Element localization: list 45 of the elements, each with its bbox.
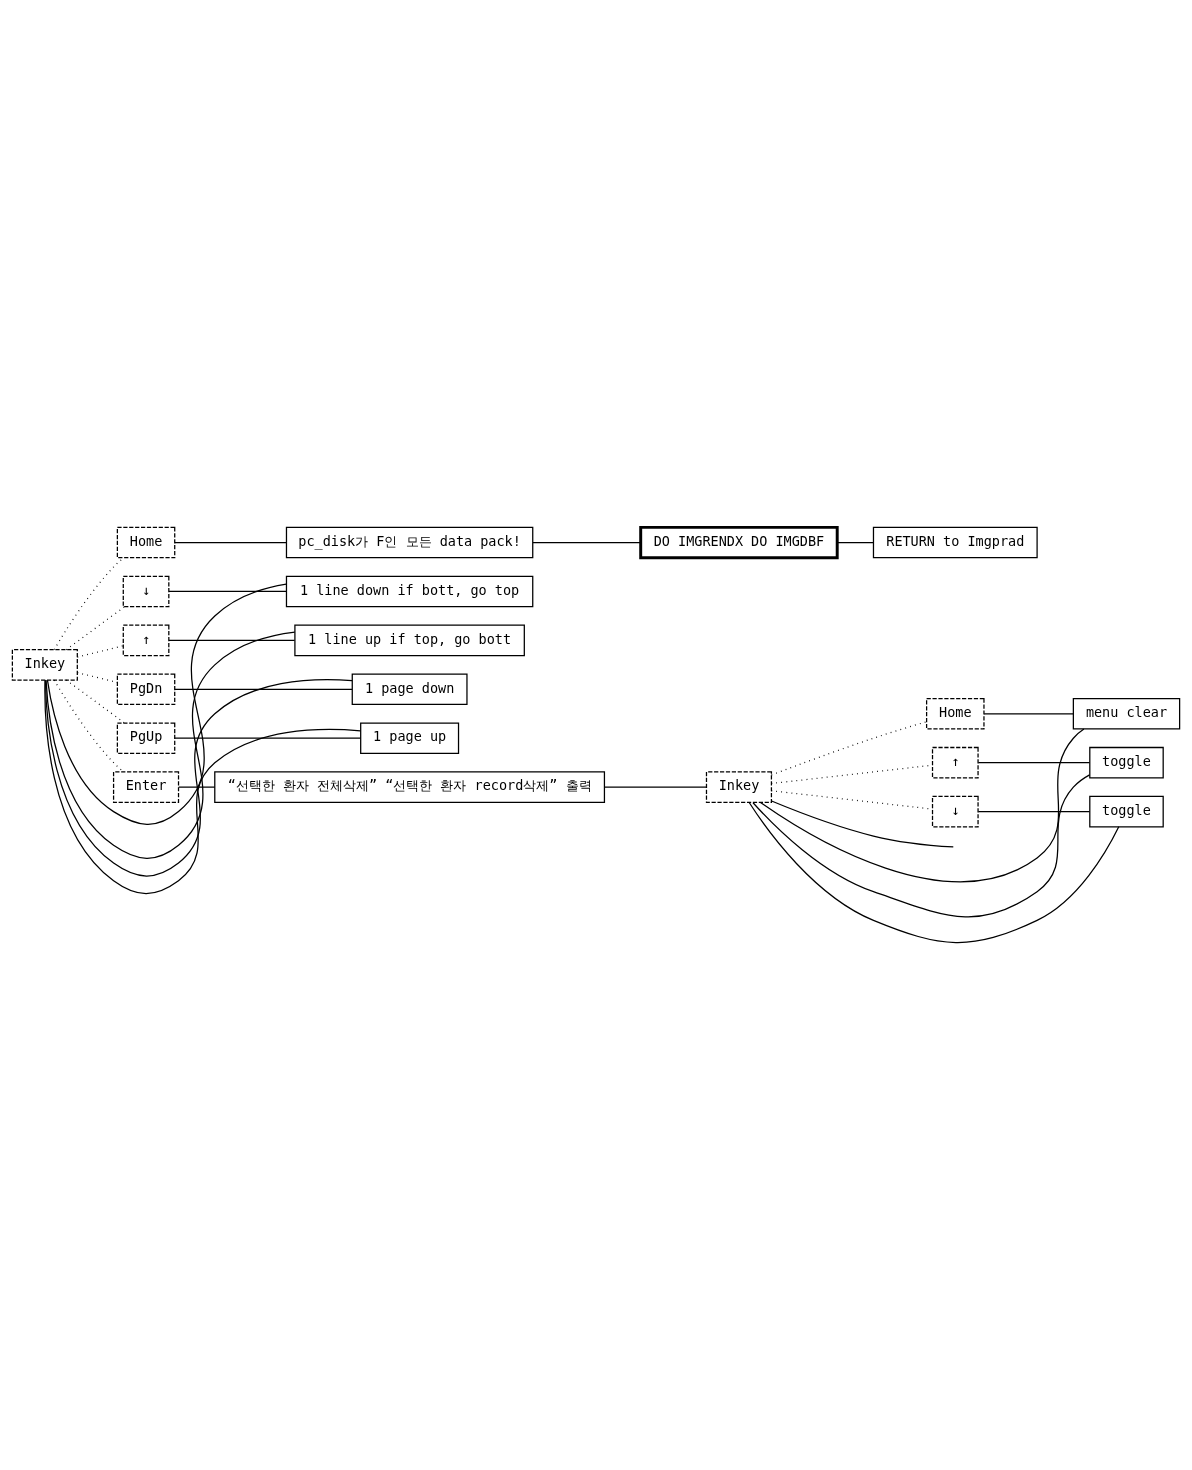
node-box: 1 page up [360, 722, 460, 755]
node-box: DO IMGRENDX DO IMGDBF [639, 525, 839, 560]
node-box: ↑ [931, 746, 979, 779]
node-box: ↓ [122, 575, 170, 608]
node-box: “선택한 환자 전체삭제” “선택한 환자 record삭제” 출력 [214, 771, 606, 803]
connector [983, 713, 1074, 715]
connector [53, 679, 125, 773]
connector [168, 590, 288, 593]
connector [770, 721, 928, 776]
connector [53, 557, 125, 651]
connector [46, 583, 287, 825]
node-box: 1 page down [351, 673, 468, 706]
connector [178, 786, 216, 788]
connector [168, 639, 296, 642]
connector [45, 631, 296, 859]
node-box: Inkey [705, 771, 773, 803]
connector [977, 810, 1091, 813]
connector [65, 679, 126, 724]
connector [770, 800, 954, 848]
node-box: PgUp [116, 722, 176, 755]
connector [603, 786, 707, 788]
node-box: menu clear [1072, 697, 1181, 730]
node-box: RETURN to Imgprad [872, 526, 1038, 559]
node-box: 1 line up if top, go bott [294, 624, 525, 657]
connector [748, 801, 1120, 944]
node-box: pc_disk가 F인 모든 data pack! [285, 526, 534, 559]
connector [532, 541, 642, 544]
node-box: 1 line down if bott, go top [285, 575, 534, 608]
connector [770, 790, 934, 810]
node-box: Inkey [11, 649, 78, 681]
node-box: Home [925, 697, 985, 730]
connector [174, 541, 287, 544]
node-box: ↑ [122, 624, 170, 657]
connector [174, 688, 353, 690]
node-box: ↓ [931, 795, 979, 828]
connector [759, 728, 1085, 883]
node-box: PgDn [116, 673, 176, 706]
node-box: toggle [1089, 746, 1164, 779]
node-box: Enter [112, 771, 180, 803]
node-box: Home [116, 526, 176, 559]
connector [174, 737, 362, 739]
node-box: toggle [1089, 795, 1164, 828]
connector [836, 541, 874, 544]
connector [752, 774, 1091, 918]
connector [977, 762, 1091, 764]
